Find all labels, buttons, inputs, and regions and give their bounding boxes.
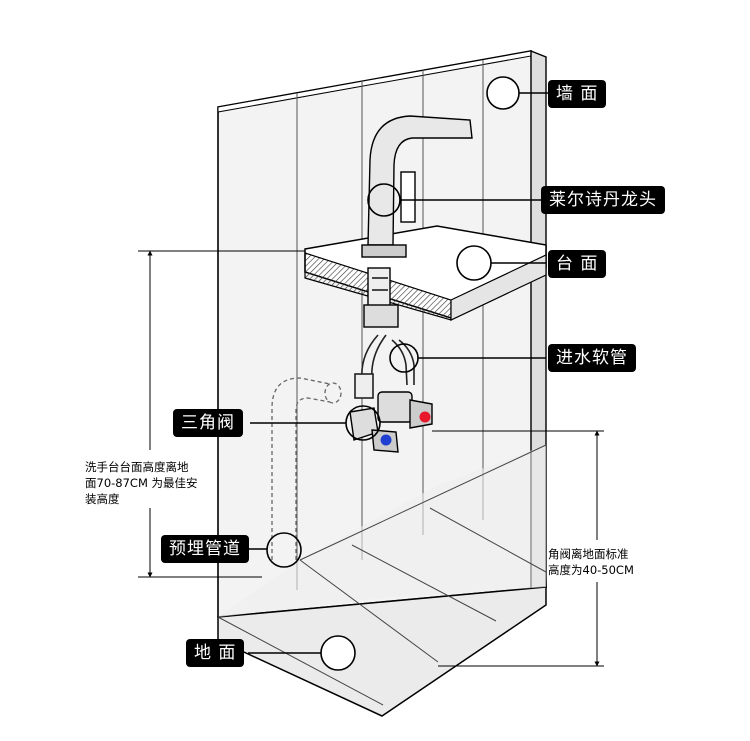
- floor-panel: [217, 444, 547, 717]
- countertop-marker-circle: [456, 245, 492, 281]
- wall-marker-circle: [486, 76, 520, 110]
- floor-marker-circle: [320, 635, 356, 671]
- pipe-marker-circle: [266, 532, 302, 568]
- countertop-label: 台 面: [548, 250, 607, 278]
- inlet-hose-drawing: [354, 334, 415, 399]
- angle-valve-drawing: [349, 391, 433, 453]
- floor-label: 地 面: [186, 639, 245, 667]
- basin-height-note: 洗手台台面高度离地 面70-87CM 为最佳安 装高度: [85, 459, 198, 507]
- basin-height-note-line1: 洗手台台面高度离地: [85, 460, 189, 474]
- inlet-hose-label: 进水软管: [548, 344, 636, 372]
- embedded-pipe-drawing: [271, 377, 342, 560]
- angle-valve-label: 三角阀: [173, 409, 243, 437]
- faucet-drawing: [361, 115, 473, 328]
- valve-height-note-line2: 高度为40-50CM: [548, 563, 634, 577]
- faucet-label: 莱尔诗丹龙头: [541, 186, 665, 214]
- embedded-pipe-label: 预埋管道: [161, 535, 249, 563]
- basin-height-note-line3: 装高度: [85, 492, 120, 506]
- valve-height-note-line1: 角阀离地面标准: [548, 547, 629, 561]
- basin-height-note-line2: 面70-87CM 为最佳安: [85, 476, 198, 490]
- valve-height-note: 角阀离地面标准 高度为40-50CM: [548, 546, 634, 578]
- wall-label: 墙 面: [548, 80, 607, 108]
